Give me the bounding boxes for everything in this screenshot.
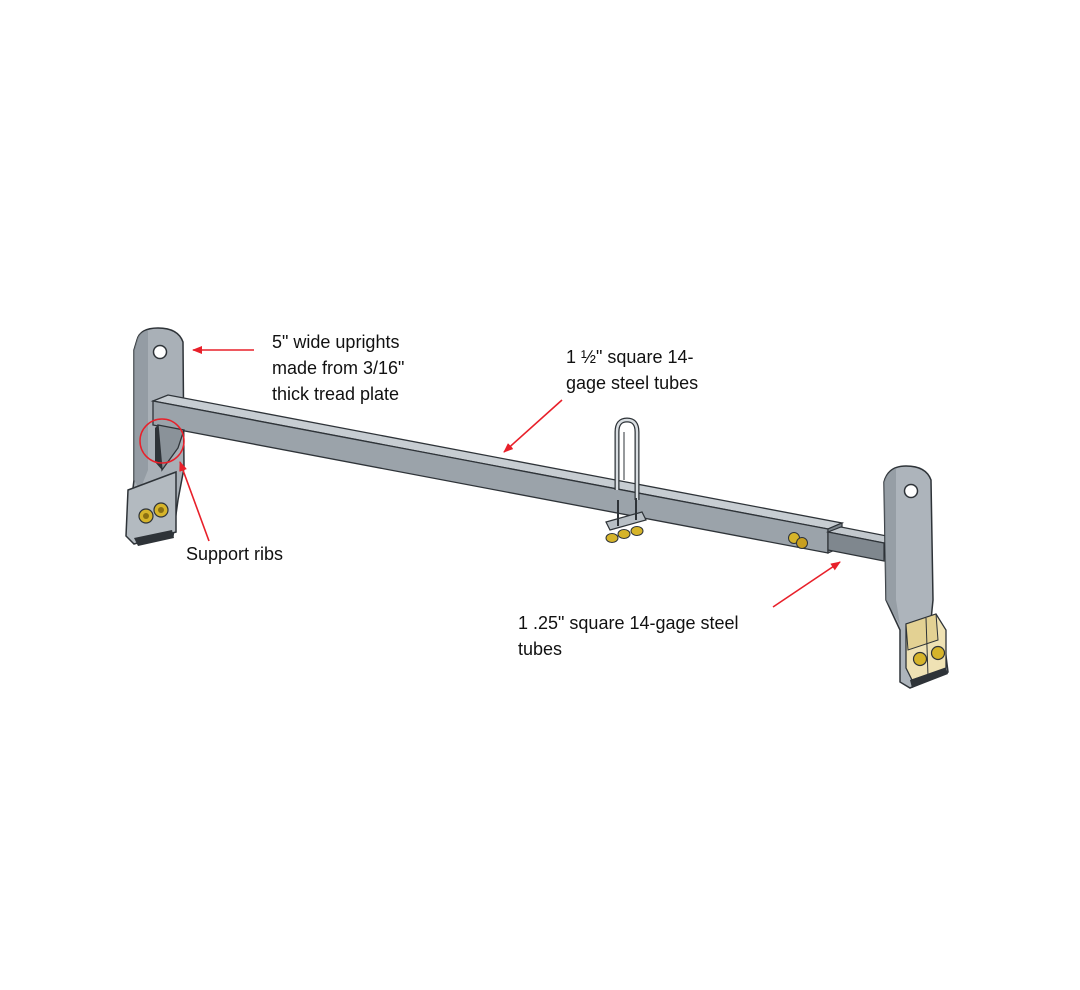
large-tube-arrow	[503, 399, 563, 453]
large-tube-callout-text: 1 ½" square 14- gage steel tubes	[566, 347, 699, 393]
left-bolt-1	[138, 508, 154, 524]
support-ribs-callout-text: Support ribs	[186, 544, 284, 564]
small-tube-arrow	[772, 561, 841, 608]
uprights-callout-text: 5" wide uprights made from 3/16" thick t…	[272, 332, 405, 404]
small-square-tube	[825, 526, 900, 562]
clamp-nut-3	[630, 526, 644, 536]
small-tube-callout-text: 1 .25" square 14-gage steel tubes	[518, 613, 739, 659]
left-mount-hole	[152, 344, 168, 360]
clamp-nut-2	[617, 529, 631, 539]
right-bolt-2	[930, 645, 946, 661]
joint-bolt	[788, 532, 808, 549]
large-square-tube	[150, 394, 845, 554]
u-bolt-clamp	[605, 417, 647, 543]
support-rib	[155, 424, 185, 472]
support-rib-highlight	[139, 418, 185, 464]
right-mount-hole	[903, 483, 919, 499]
clamp-nut-1	[605, 533, 619, 543]
right-upright	[883, 465, 949, 689]
left-bolt-2	[153, 502, 169, 518]
right-bolt-1	[912, 651, 928, 667]
right-clamp-block	[905, 613, 948, 688]
support-ribs-arrow	[179, 461, 210, 542]
